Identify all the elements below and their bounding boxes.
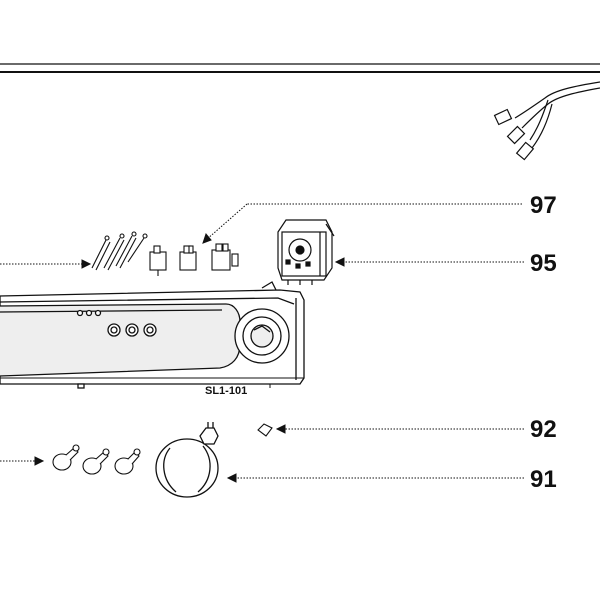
callout-91: 91 (530, 466, 557, 493)
wire-harness (493, 81, 600, 161)
leader-92 (275, 424, 524, 434)
wire-leads (91, 231, 148, 271)
small-clip (257, 423, 273, 437)
callout-92: 92 (530, 416, 557, 443)
leader-95 (334, 257, 524, 267)
large-knob (155, 422, 219, 498)
leader-wires (0, 259, 92, 269)
timer (277, 219, 335, 285)
terminal-connectors (149, 243, 239, 276)
leader-91 (226, 473, 524, 483)
model-label: SL1-101 (205, 385, 248, 397)
small-knobs (52, 444, 141, 475)
callout-95: 95 (530, 250, 557, 277)
callout-97: 97 (530, 192, 557, 219)
console-panel (0, 281, 305, 389)
model-mark (262, 383, 271, 388)
top-frame (0, 63, 600, 73)
leader-knobs (0, 456, 45, 466)
leader-97 (202, 203, 522, 244)
